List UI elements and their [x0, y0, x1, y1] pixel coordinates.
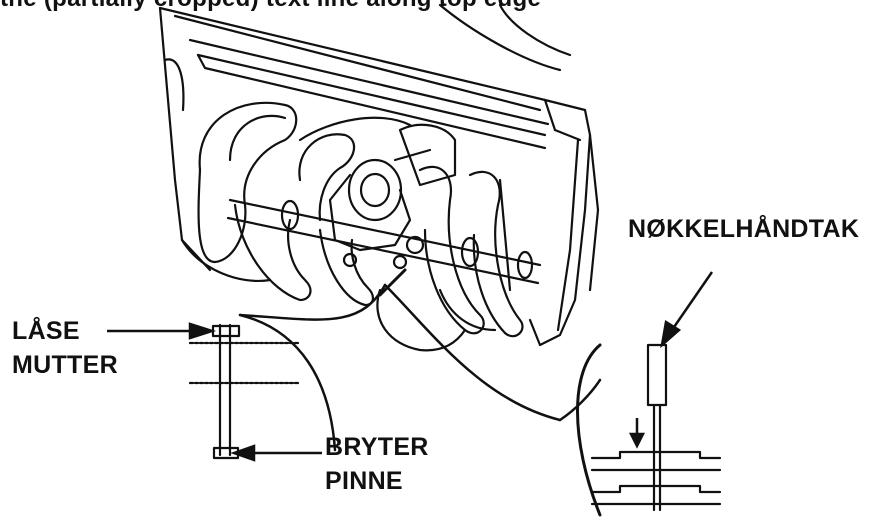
auger-housing: [158, 3, 600, 347]
shear-pin-label-line2: PINNE: [325, 467, 403, 495]
top-caption: the (partially cropped) text line along …: [0, 0, 541, 14]
key-handle-callout: [383, 283, 722, 517]
key-handle-arrow: [660, 271, 714, 349]
lock-nut-label-line2: MUTTER: [12, 351, 118, 379]
shear-pin-label-line1: BRYTER: [325, 433, 429, 461]
lock-nut-callout: [188, 283, 387, 460]
shear-pin-arrow: [230, 444, 322, 462]
auger-shaft: [226, 198, 542, 285]
key-handle-down-arrow: [628, 418, 646, 449]
key-handle-label: NØKKELHÅNDTAK: [628, 215, 860, 243]
gearbox: [328, 123, 457, 297]
lock-nut-label-line1: LÅSE: [12, 317, 80, 345]
auger-blades-left: [197, 101, 412, 307]
lock-nut-arrow: [107, 322, 217, 340]
auger-blades-right: [376, 165, 524, 352]
